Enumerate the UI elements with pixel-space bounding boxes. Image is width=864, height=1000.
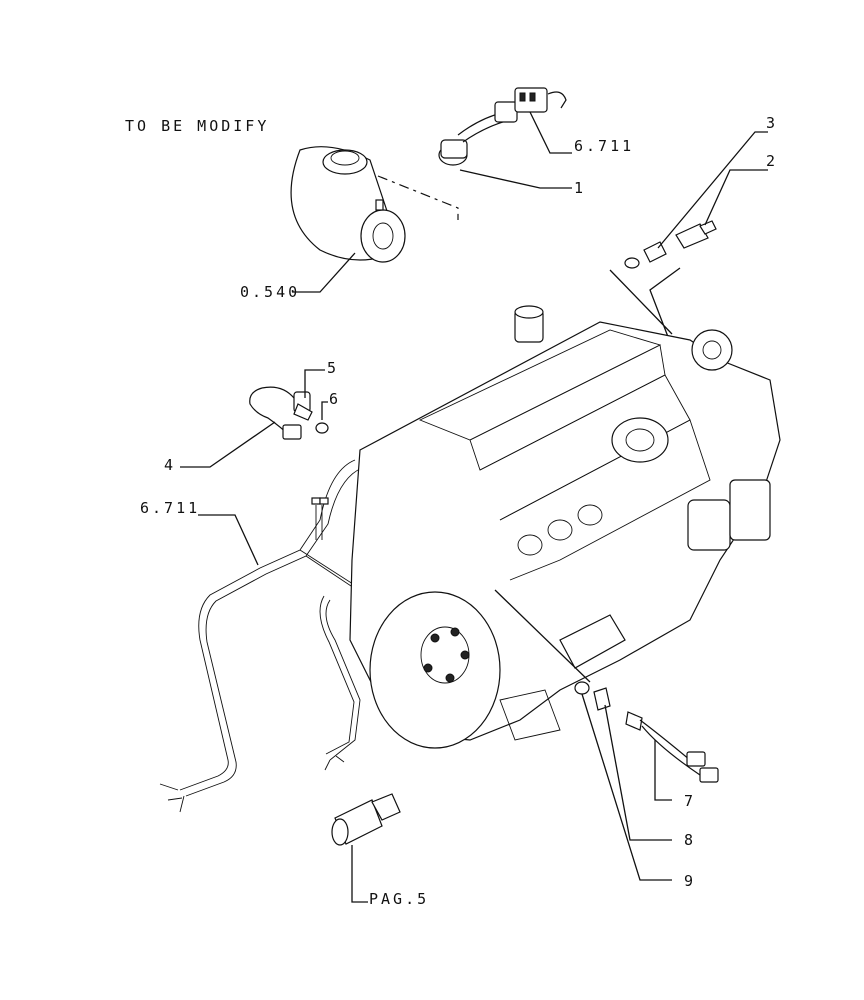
leader-8 <box>604 704 672 841</box>
assembly-line-9 <box>494 589 591 683</box>
leader-pag5 <box>351 845 368 903</box>
callout-6: 6 <box>329 390 341 408</box>
callout-5: 5 <box>327 359 339 377</box>
callout-9: 9 <box>684 872 696 890</box>
leader-9 <box>581 693 672 881</box>
leader-3 <box>657 131 768 249</box>
callout-4: 4 <box>164 456 176 474</box>
pressure-sensor-pag5 <box>331 793 401 846</box>
callout-0540: 0.540 <box>240 283 300 301</box>
leader-6711-top <box>529 111 572 154</box>
leader-1 <box>459 169 572 189</box>
callout-pag5: PAG.5 <box>369 890 429 908</box>
sensor-parts-4-5-6 <box>249 386 329 440</box>
air-filter-housing <box>290 146 406 263</box>
leader-2 <box>704 169 768 226</box>
leader-5 <box>304 369 325 398</box>
callout-6711-top: 6.711 <box>574 137 634 155</box>
callout-1: 1 <box>574 179 586 197</box>
sensor-parts-7-8-9 <box>574 681 719 783</box>
leader-7 <box>654 740 672 801</box>
leader-4 <box>180 421 276 468</box>
callout-6711-left: 6.711 <box>140 499 200 517</box>
callout-7: 7 <box>684 792 696 810</box>
leader-6 <box>321 401 328 420</box>
assembly-line-filter <box>377 175 459 220</box>
leader-6711-left <box>198 514 259 566</box>
sender-parts-2-3 <box>624 220 717 269</box>
note-to-be-modify: TO BE MODIFY <box>125 117 269 135</box>
engine-assembly <box>349 305 781 749</box>
sensor-part-1 <box>438 87 567 166</box>
callout-8: 8 <box>684 831 696 849</box>
leader-0540 <box>292 252 356 293</box>
callout-2: 2 <box>766 152 778 170</box>
callout-3: 3 <box>766 114 778 132</box>
